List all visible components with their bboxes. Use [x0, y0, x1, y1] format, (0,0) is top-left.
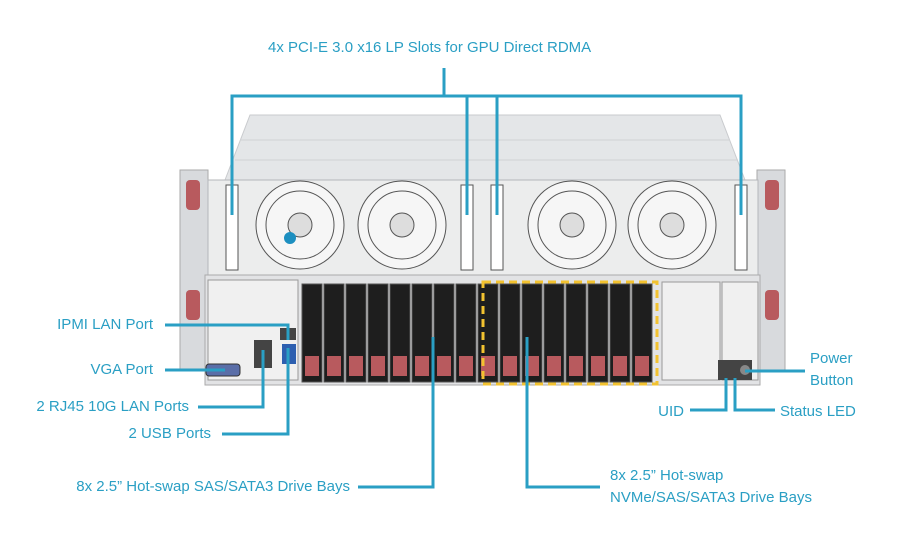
- nvme-bays-callout-line: [525, 337, 600, 489]
- drive-release-tab: [547, 356, 561, 376]
- drive-bays: [301, 283, 653, 383]
- status-led-label: Status LED: [780, 403, 856, 420]
- drive-release-tab: [393, 356, 407, 376]
- rj45-callout-line: [198, 350, 265, 409]
- status-led-callout-line: [733, 378, 775, 412]
- ipmi-callout-line: [165, 323, 290, 340]
- uid-callout-line: [690, 378, 728, 412]
- nvme-label-line2: NVMe/SAS/SATA3 Drive Bays: [610, 489, 813, 506]
- pcie-callout-line: [230, 94, 743, 215]
- drive-release-tab: [503, 356, 517, 376]
- drive-release-tab: [371, 356, 385, 376]
- power-button-label: Power Button: [810, 348, 853, 392]
- drive-release-tab: [349, 356, 363, 376]
- vga-port-label: VGA Port: [90, 361, 153, 378]
- drive-release-tab: [459, 356, 473, 376]
- nvme-drive-bays-label: 8x 2.5” Hot-swap NVMe/SAS/SATA3 Drive Ba…: [610, 465, 812, 509]
- drive-release-tab: [327, 356, 341, 376]
- drive-release-tab: [569, 356, 583, 376]
- nvme-bays-highlight: [481, 280, 659, 386]
- nvme-label-line1: 8x 2.5” Hot-swap: [610, 467, 724, 484]
- pcie-slots-label: 4x PCI-E 3.0 x16 LP Slots for GPU Direct…: [268, 39, 592, 56]
- usb-ports-label: 2 USB Ports: [128, 425, 211, 442]
- ipmi-lan-port-label: IPMI LAN Port: [57, 316, 153, 333]
- power-label-line1: Power: [810, 350, 853, 367]
- drive-release-tab: [415, 356, 429, 376]
- chassis-top: [224, 114, 746, 181]
- sas-bays-callout-line: [358, 337, 435, 489]
- sas-drive-bays-label: 8x 2.5” Hot-swap SAS/SATA3 Drive Bays: [76, 478, 350, 495]
- right-ear: [756, 169, 786, 371]
- drive-release-tab: [305, 356, 319, 376]
- drive-release-tab: [437, 356, 451, 376]
- drive-release-tab: [613, 356, 627, 376]
- drive-release-tab: [635, 356, 649, 376]
- control-panel-graphic: [718, 360, 752, 380]
- usb-callout-line: [222, 348, 290, 436]
- fan-icon: [255, 180, 717, 270]
- power-label-line2: Button: [810, 372, 854, 389]
- rj45-lan-ports-label: 2 RJ45 10G LAN Ports: [36, 398, 189, 415]
- uid-label: UID: [658, 403, 684, 420]
- drive-release-tab: [591, 356, 605, 376]
